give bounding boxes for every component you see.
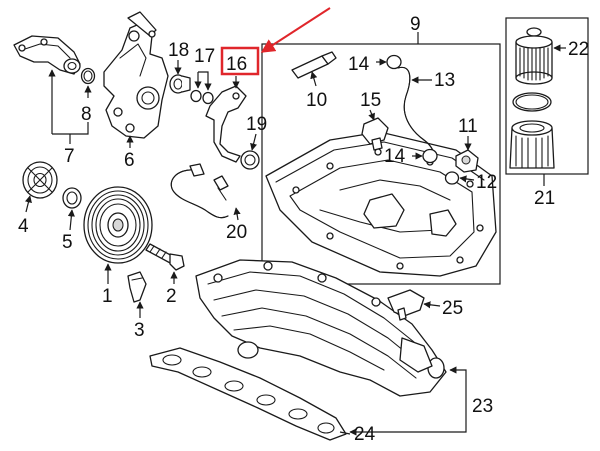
callout-14-top: 14 xyxy=(348,54,370,75)
o-ring-top-part xyxy=(386,54,402,70)
callout-9: 9 xyxy=(410,14,421,35)
shaft-seal-part xyxy=(240,150,260,170)
callout-15: 15 xyxy=(360,90,381,111)
oil-filter-element-part xyxy=(515,27,553,85)
callout-20: 20 xyxy=(226,222,247,243)
seal-ring-part xyxy=(80,67,96,85)
manifold-gasket-part xyxy=(149,347,347,441)
o-ring-pair-part xyxy=(190,89,214,105)
map-sensor-part xyxy=(387,289,425,321)
callout-1: 1 xyxy=(102,286,113,307)
callout-5: 5 xyxy=(62,232,73,253)
idler-pulley-part xyxy=(22,161,58,199)
callout-11: 11 xyxy=(458,116,478,137)
callout-23: 23 xyxy=(472,396,493,417)
sealant-tube-part xyxy=(291,51,337,79)
callout-numbers: 8 7 6 18 17 16 19 10 20 4 5 1 2 3 9 14 1… xyxy=(18,14,589,445)
callout-3: 3 xyxy=(134,320,145,341)
callout-12: 12 xyxy=(476,172,497,193)
callout-10: 10 xyxy=(306,90,327,111)
callout-25: 25 xyxy=(442,298,463,319)
callout-6: 6 xyxy=(124,150,135,171)
thermostat-housing-part xyxy=(13,35,81,75)
highlight-annotation xyxy=(220,7,331,76)
callout-21: 21 xyxy=(534,188,555,209)
crankshaft-pulley-part xyxy=(83,186,153,264)
callout-18: 18 xyxy=(168,40,189,61)
callout-22: 22 xyxy=(568,39,589,60)
oil-level-sensor-part xyxy=(455,149,479,173)
callout-7: 7 xyxy=(64,146,75,167)
o-ring-lower-part xyxy=(422,148,438,164)
callout-16: 16 xyxy=(226,54,247,75)
oil-pan-assembly-box xyxy=(261,43,501,285)
callout-8: 8 xyxy=(81,104,92,125)
sensor-washer-part xyxy=(444,171,460,185)
pulley-bolt-part xyxy=(145,243,185,271)
washer-part xyxy=(62,187,82,209)
timing-cover-part xyxy=(103,11,169,139)
callout-4: 4 xyxy=(18,216,29,237)
callout-2: 2 xyxy=(166,286,177,307)
leader-lines xyxy=(24,32,566,436)
sensor-plug-part xyxy=(169,74,191,94)
drain-bolt-part xyxy=(361,117,389,151)
filter-o-ring-part xyxy=(512,92,552,112)
highlight-arrow xyxy=(260,7,331,53)
oil-filter-assembly-box xyxy=(505,17,589,175)
bracket-sensor-part xyxy=(205,85,247,163)
mounting-bolt-part xyxy=(127,271,147,303)
callout-17: 17 xyxy=(194,46,215,67)
callout-14-lower: 14 xyxy=(384,146,406,167)
intake-manifold-part xyxy=(195,259,447,397)
callout-13: 13 xyxy=(434,70,455,91)
callout-24: 24 xyxy=(354,424,376,445)
highlight-box xyxy=(220,46,260,76)
callout-19: 19 xyxy=(246,114,267,135)
oil-filter-cap-part xyxy=(509,120,555,169)
vent-hose-part xyxy=(170,163,229,219)
